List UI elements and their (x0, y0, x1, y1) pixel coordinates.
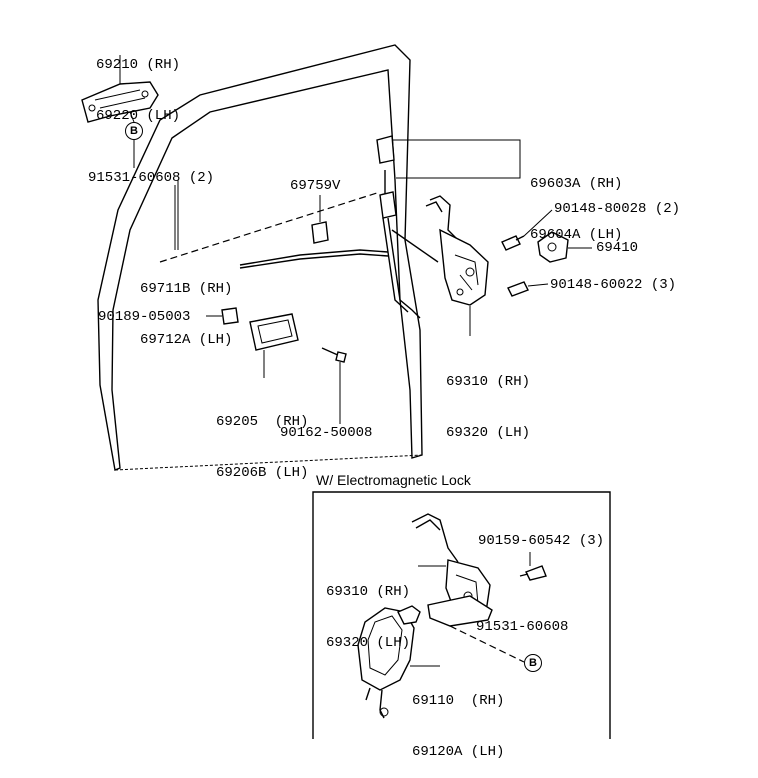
label-69603: 69603A (RH) 69604A (LH) (530, 176, 623, 243)
label-90148b: 90148-60022 (3) (550, 277, 677, 293)
outer-handle-part (81, 81, 159, 123)
clip-69759-part (311, 221, 329, 244)
label-90162: 90162-50008 (280, 425, 373, 441)
striker-part (537, 231, 569, 263)
label-69210: 69210 (RH) 69220 (LH) (96, 57, 181, 124)
inside-handle-part (249, 313, 299, 351)
electromagnetic-section-box (312, 491, 611, 739)
actuator-part (357, 605, 421, 719)
screw-90159-part (519, 565, 547, 581)
screw-90162-part (321, 347, 347, 363)
b-marker-bottom: B (524, 654, 542, 672)
label-91531-bottom: 91531-60608 (476, 619, 569, 635)
lock-upper-part (425, 195, 489, 306)
b-marker-top: B (125, 122, 143, 140)
label-69410: 69410 (596, 240, 639, 256)
screw-90148a-part (501, 235, 525, 251)
leader-90148a (523, 209, 553, 237)
label-90148a: 90148-80028 (2) (554, 201, 681, 217)
label-90159: 90159-60542 (3) (478, 533, 605, 549)
label-91531-top: 91531-60608 (2) (88, 170, 215, 186)
lock-rod-part (379, 170, 439, 319)
label-69205: 69205 (RH) 69206B (LH) (216, 414, 309, 481)
clip-90189-part (221, 307, 239, 325)
leader-protector (392, 139, 521, 179)
bracket-part (427, 595, 493, 627)
label-69310-lower: 69310 (RH) 69320 (LH) (326, 584, 411, 651)
screw-90148b-part (507, 281, 529, 297)
leader-91531-bottom (449, 625, 525, 663)
rod-69711 (239, 249, 389, 266)
label-69711: 69711B (RH) 69712A (LH) (140, 281, 233, 348)
leader-b-to-handle (129, 111, 135, 123)
rod-69711-b (239, 253, 389, 269)
label-90189: 90189-05003 (98, 309, 191, 325)
leader-90148b (527, 283, 549, 287)
parts-diagram (81, 44, 611, 739)
panel-dashed-line (159, 191, 381, 263)
protector-part (376, 135, 395, 164)
section-title: W/ Electromagnetic Lock (316, 472, 471, 488)
door-bottom-edge (114, 454, 423, 471)
label-69110: 69110 (RH) 69120A (LH) (412, 693, 505, 760)
label-69310-upper: 69310 (RH) 69320 (LH) (446, 374, 531, 441)
label-69759: 69759V (290, 178, 341, 194)
door-outline (97, 44, 423, 471)
